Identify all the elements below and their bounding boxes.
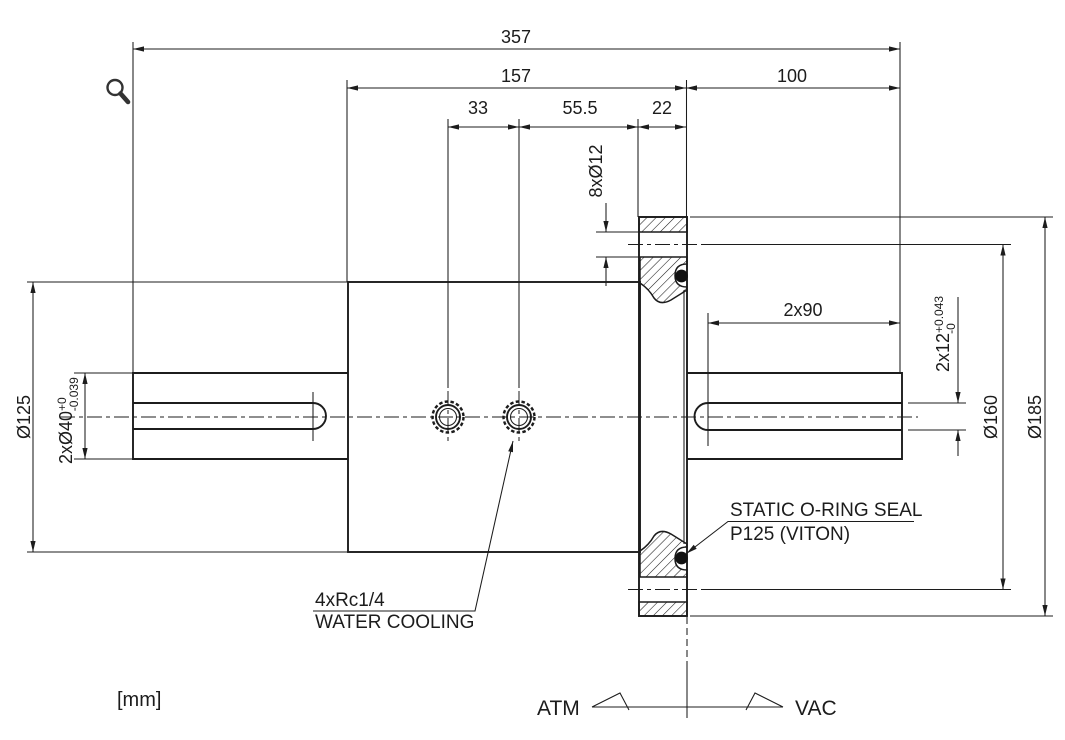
water-cooling-line2: WATER COOLING bbox=[315, 612, 474, 633]
dim-shaft-diameter: 2xØ40+0-0.039 bbox=[55, 372, 133, 464]
dim-port-spacing-text: 33 bbox=[468, 98, 488, 118]
dim-shaft-diameter-tol-lower: -0.039 bbox=[67, 377, 81, 411]
centerlines bbox=[60, 244, 918, 718]
dim-keyway-width: 2x12+0.043-0 bbox=[908, 296, 966, 456]
dim-flange-diameter-text: Ø185 bbox=[1025, 395, 1045, 439]
dim-shaft-diameter-nominal: 2xØ40 bbox=[56, 411, 76, 464]
svg-text:2xØ40+0-0.039: 2xØ40+0-0.039 bbox=[55, 377, 81, 464]
dim-flange-diameter: Ø185 bbox=[690, 216, 1053, 617]
dim-keyway-length: 2x90 bbox=[708, 300, 900, 326]
zoom-cursor-icon bbox=[106, 78, 131, 105]
callout-water-cooling: 4xRc1/4 WATER COOLING bbox=[313, 440, 514, 633]
dim-housing-diameter-text: Ø125 bbox=[14, 395, 34, 439]
svg-text:2x12+0.043-0: 2x12+0.043-0 bbox=[932, 296, 958, 372]
oring-cross-section-bottom bbox=[675, 551, 688, 565]
units-label: [mm] bbox=[117, 689, 161, 711]
dim-flange-thickness-text: 22 bbox=[652, 98, 672, 118]
dim-bolt-holes: 8xØ12 bbox=[586, 144, 639, 286]
atm-label: ATM bbox=[537, 697, 580, 720]
water-cooling-line1: 4xRc1/4 bbox=[315, 590, 385, 611]
dim-shaft-extension-text: 100 bbox=[777, 66, 807, 86]
dim-port-to-flange-text: 55.5 bbox=[562, 98, 597, 118]
dim-keyway-width-tol-lower: -0 bbox=[944, 323, 958, 334]
dim-overall-length: 357 bbox=[132, 27, 901, 373]
dim-port-to-flange: 55.5 bbox=[519, 98, 639, 217]
dim-housing-length: 157 bbox=[346, 66, 688, 282]
dim-bolt-circle: Ø160 bbox=[701, 243, 1011, 591]
callout-oring-seal: STATIC O-RING SEAL P125 (VITON) bbox=[686, 500, 923, 554]
dim-overall-length-text: 357 bbox=[501, 27, 531, 47]
dim-housing-length-text: 157 bbox=[501, 66, 531, 86]
atm-vac-boundary: ATM VAC bbox=[537, 692, 837, 720]
dim-shaft-diameter-tol-upper: +0 bbox=[55, 397, 69, 411]
atm-side-symbol bbox=[591, 692, 630, 711]
dim-shaft-extension: 100 bbox=[686, 66, 900, 91]
vac-side-symbol bbox=[745, 692, 784, 711]
vac-label: VAC bbox=[795, 697, 837, 720]
dim-port-spacing: 33 bbox=[447, 98, 520, 388]
oring-seal-line2: P125 (VITON) bbox=[730, 524, 850, 545]
dim-bolt-holes-text: 8xØ12 bbox=[586, 144, 606, 197]
dim-bolt-circle-text: Ø160 bbox=[981, 395, 1001, 439]
oring-seal-line1: STATIC O-RING SEAL bbox=[730, 500, 923, 521]
dim-keyway-length-text: 2x90 bbox=[783, 300, 822, 320]
dim-housing-diameter: Ø125 bbox=[14, 281, 348, 553]
dim-flange-thickness: 22 bbox=[638, 98, 686, 130]
dim-keyway-width-tol-upper: +0.043 bbox=[932, 296, 946, 333]
dim-keyway-width-nominal: 2x12 bbox=[933, 333, 953, 372]
oring-cross-section-top bbox=[675, 269, 688, 283]
